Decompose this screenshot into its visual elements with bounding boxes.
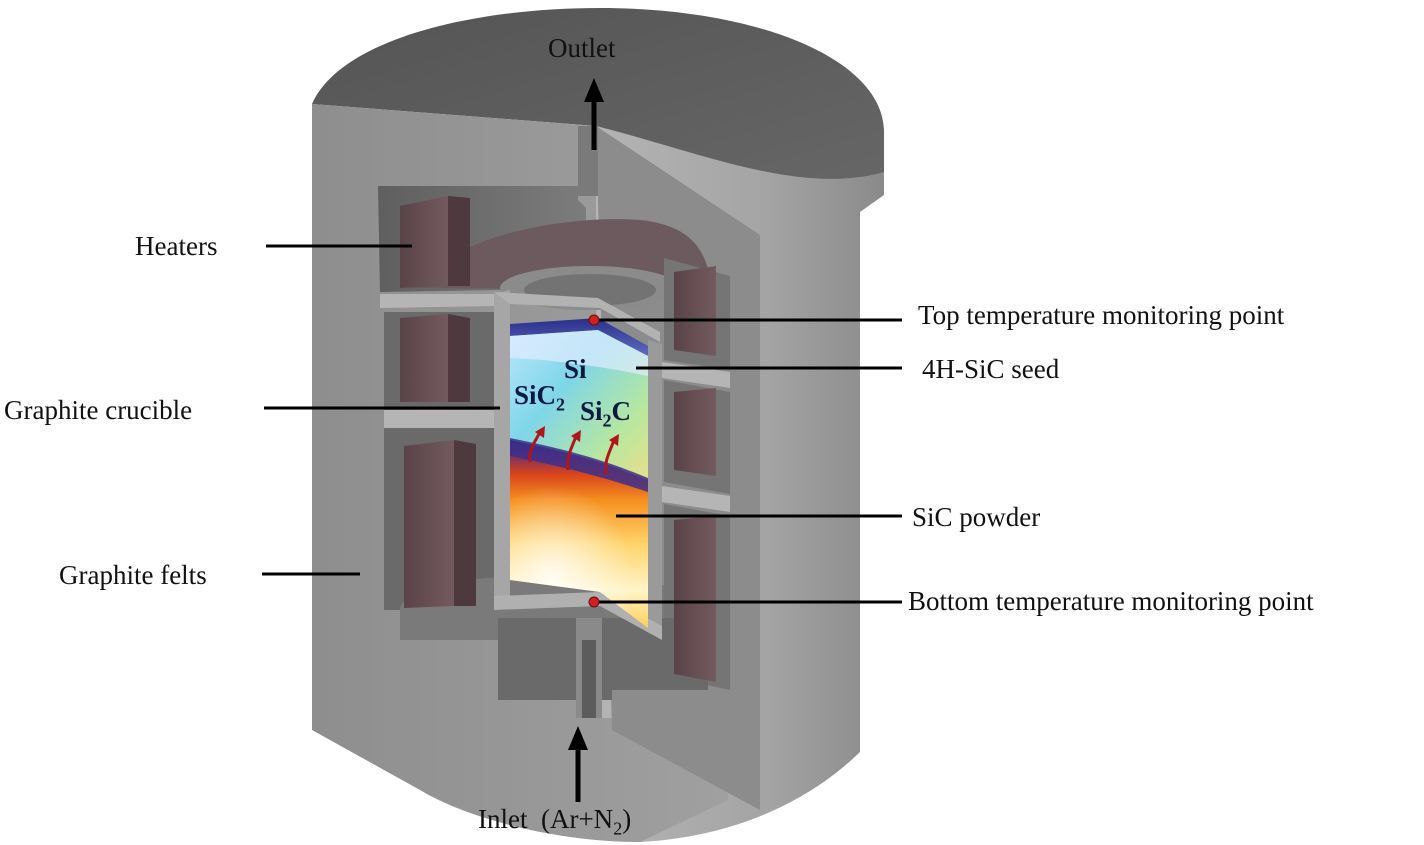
heater-top-left-face bbox=[448, 196, 470, 286]
heater-low-right bbox=[674, 516, 716, 682]
shelf-upper-left bbox=[380, 294, 494, 308]
label-inlet: Inlet (Ar+N2) bbox=[478, 804, 632, 839]
outlet-arrow-head bbox=[584, 78, 604, 102]
heater-top-right bbox=[674, 266, 716, 356]
crucible-wall-left bbox=[494, 290, 510, 604]
heater-low-left-face bbox=[454, 440, 476, 606]
flux-arrow-2-head bbox=[571, 430, 581, 442]
flux-arrow-1 bbox=[528, 431, 542, 463]
species-sic2: SiC2 bbox=[514, 380, 566, 415]
species-si2c: Si2C bbox=[580, 396, 632, 431]
species-si: Si bbox=[564, 354, 587, 384]
top-monitoring-point-dot bbox=[588, 314, 600, 326]
label-bottom-monitoring-point: Bottom temperature monitoring point bbox=[908, 586, 1314, 616]
label-graphite-felts: Graphite felts bbox=[59, 560, 207, 590]
flow-arrows bbox=[568, 78, 604, 802]
label-inlet-subscript: 2 bbox=[613, 818, 623, 839]
powder-surface-band bbox=[510, 438, 648, 492]
heaters bbox=[400, 196, 716, 682]
heater-top-left bbox=[400, 196, 448, 288]
label-inlet-close: ) bbox=[622, 804, 632, 834]
heater-mid-left bbox=[400, 314, 448, 402]
species-sic2-subscript: 2 bbox=[556, 394, 566, 415]
species-sic2-base: SiC bbox=[514, 380, 557, 410]
seed-crystal bbox=[510, 318, 648, 356]
crucible-wall-right bbox=[648, 340, 662, 636]
bottom-cavity bbox=[498, 618, 708, 700]
species-si2c-si: Si bbox=[580, 396, 603, 426]
shelf-mid-left bbox=[384, 410, 494, 428]
vapor-flux-arrows bbox=[528, 426, 619, 475]
species-si2c-c: C bbox=[611, 396, 632, 426]
sic-powder-glow bbox=[510, 470, 648, 628]
label-heaters: Heaters bbox=[135, 231, 218, 261]
species-si2c-subscript: 2 bbox=[602, 410, 612, 431]
shelf-right-2 bbox=[662, 486, 730, 512]
flux-arrow-2 bbox=[566, 435, 578, 471]
label-top-monitoring-point: Top temperature monitoring point bbox=[918, 300, 1285, 330]
flux-arrow-3 bbox=[604, 439, 616, 475]
seed-deposit bbox=[510, 330, 648, 376]
crucible-lid bbox=[494, 292, 660, 342]
leader-lines bbox=[262, 244, 902, 604]
label-graphite-crucible: Graphite crucible bbox=[4, 395, 193, 425]
heater-low-left bbox=[404, 440, 454, 608]
label-inlet-text: Inlet (Ar+N bbox=[478, 804, 614, 834]
flux-arrow-1-head bbox=[535, 426, 545, 438]
flux-arrow-3-head bbox=[609, 434, 619, 446]
inlet-arrow-head bbox=[568, 726, 588, 750]
label-outlet: Outlet bbox=[548, 33, 616, 63]
heater-mid-left-face bbox=[448, 314, 470, 402]
label-4h-sic-seed: 4H-SiC seed bbox=[922, 354, 1060, 384]
bottom-monitoring-point-dot bbox=[588, 596, 600, 608]
label-sic-powder: SiC powder bbox=[912, 502, 1041, 532]
heater-mid-right bbox=[674, 388, 716, 476]
inlet-channel-inner bbox=[582, 640, 596, 718]
